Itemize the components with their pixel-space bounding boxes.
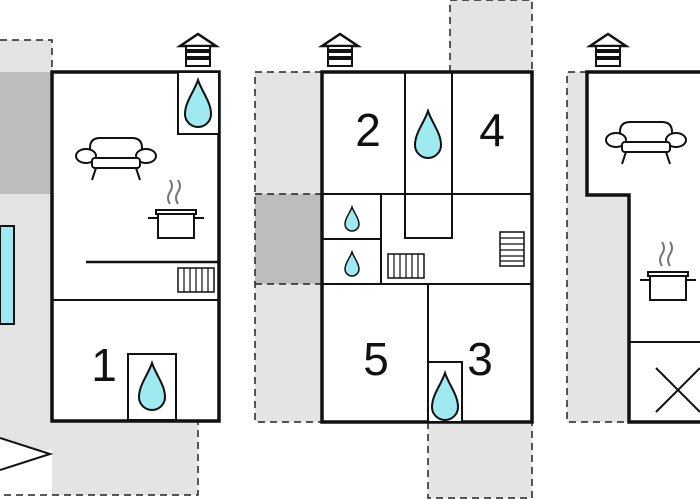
outdoor-area	[428, 422, 532, 498]
radiator-icon	[387, 253, 425, 279]
middle-floor: 2 4 5 3	[254, 0, 534, 499]
outdoor-area	[52, 420, 198, 495]
outdoor-area	[450, 0, 532, 72]
covered-area	[255, 194, 322, 284]
outdoor-boundary	[254, 71, 322, 423]
house-entrance-icon	[320, 32, 360, 68]
house-entrance-icon	[588, 32, 628, 68]
outdoor-area	[587, 195, 629, 422]
outdoor-boundary	[566, 71, 629, 423]
radiator-icon	[177, 267, 215, 293]
room-number: 2	[355, 104, 381, 156]
outdoor-boundary	[427, 422, 533, 499]
floor-outline	[585, 70, 700, 424]
outdoor-boundary	[449, 0, 533, 72]
room-number: 1	[91, 339, 117, 391]
outdoor-area	[567, 72, 587, 422]
staircase-icon	[499, 231, 525, 267]
right-floor	[566, 32, 700, 424]
left-floor: 1	[0, 32, 221, 496]
covered-area	[0, 72, 50, 194]
room-number: 5	[363, 333, 389, 385]
arrow-icon	[0, 437, 54, 471]
cross-icon	[655, 367, 700, 413]
window	[0, 225, 15, 325]
room-number: 3	[467, 333, 493, 385]
room-number: 4	[479, 104, 505, 156]
wall	[404, 194, 453, 239]
house-entrance-icon	[178, 32, 218, 68]
